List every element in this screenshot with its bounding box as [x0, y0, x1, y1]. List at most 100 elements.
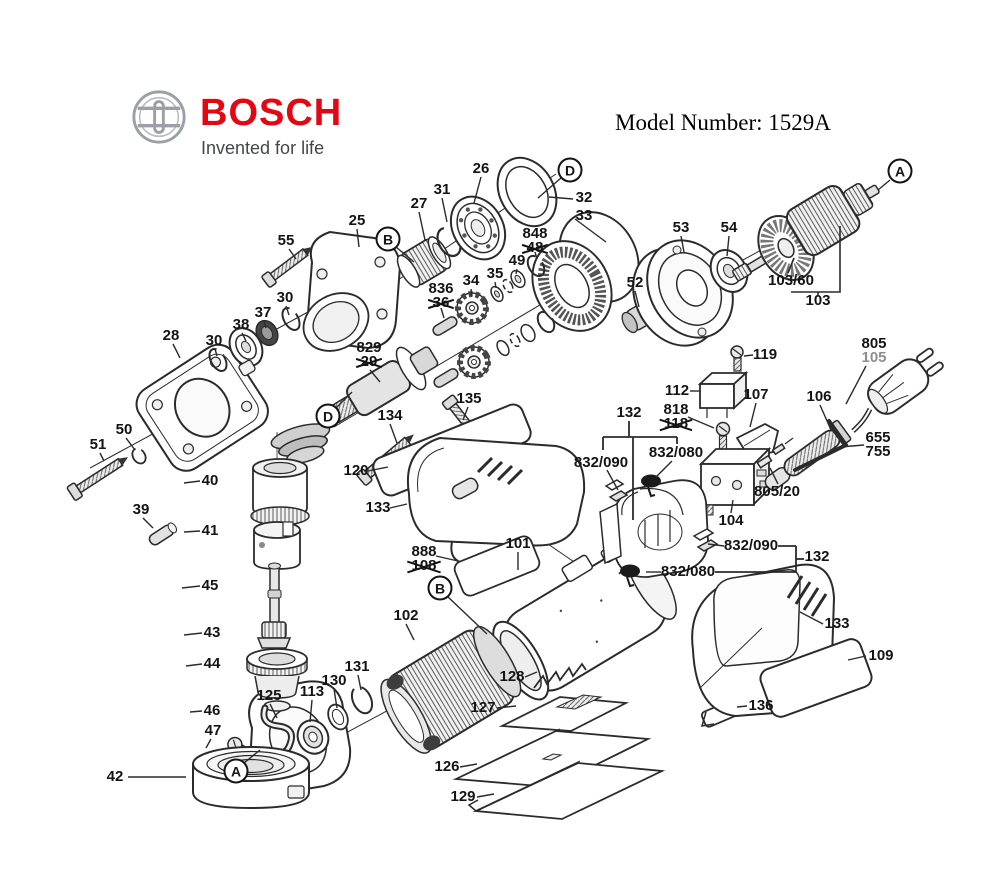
part-label-133a: 133: [365, 499, 391, 516]
part-133a-drawing: [407, 436, 586, 568]
part-104-drawing: [698, 446, 772, 516]
part-655-drawing: [793, 419, 848, 472]
part-38-drawing: [228, 327, 264, 377]
part-label-103-60: 103/60: [768, 272, 814, 289]
part-127-drawing: [498, 694, 630, 732]
part-label-38: 38: [232, 316, 250, 333]
leader-lines: [99, 176, 891, 798]
part-label-53: 53: [672, 219, 690, 236]
part-30b-drawing: [208, 348, 228, 372]
part-label-26: 26: [472, 160, 490, 177]
bracket-132-right: [715, 545, 804, 573]
part-53-drawing: [632, 239, 748, 347]
part-label-35: 35: [486, 265, 504, 282]
part-label-47: 47: [204, 722, 222, 739]
part-27-drawing: [396, 236, 452, 288]
part-label-832-090a: 832/090: [573, 454, 629, 471]
part-55-drawing: [261, 246, 313, 288]
part-106-drawing: [764, 419, 852, 491]
part-label-129: 129: [450, 788, 476, 805]
part-label-46: 46: [203, 702, 221, 719]
part-805-20-drawing: [756, 437, 794, 469]
part-25-drawing: [302, 230, 402, 352]
view-marker-a: A: [223, 758, 249, 784]
part-label-27: 27: [410, 195, 428, 212]
part-35-drawing: [490, 278, 521, 357]
part-label-31: 31: [433, 181, 451, 198]
part-label-55: 55: [277, 232, 295, 249]
part-113-drawing: [296, 719, 330, 755]
part-32-drawing: [496, 156, 558, 228]
part-label-135: 135: [456, 390, 482, 407]
part-label-39: 39: [132, 501, 150, 518]
part-label-832-080b: 832/080: [660, 563, 716, 580]
part-42-drawing: [192, 746, 310, 810]
part-label-107: 107: [743, 386, 769, 403]
part-label-127: 127: [470, 699, 496, 716]
part-50-drawing: [131, 447, 147, 465]
part-28-drawing: [135, 343, 269, 472]
part-label-125: 125: [256, 687, 282, 704]
bosch-logo-icon: [132, 90, 186, 144]
part-103-drawing: [732, 182, 880, 282]
part-label-41: 41: [201, 522, 219, 539]
part-label-49: 49: [508, 252, 526, 269]
part-label-133b: 133: [824, 615, 850, 632]
part-40-drawing: [250, 458, 310, 526]
part-102-drawing: [380, 625, 522, 754]
part-126-drawing: [452, 728, 652, 788]
part-label-30b: 30: [205, 332, 223, 349]
part-label-40: 40: [201, 472, 219, 489]
view-marker-b: B: [375, 226, 401, 252]
part-41-drawing: [253, 521, 301, 570]
part-label-128: 128: [499, 668, 525, 685]
part-34-drawing: [455, 291, 491, 379]
part-label-119: 119: [752, 346, 778, 363]
part-28-spout-drawing: [270, 423, 331, 464]
part-109-drawing: [759, 638, 873, 718]
view-marker-d: D: [315, 403, 341, 429]
part-label-50: 50: [115, 421, 133, 438]
part-label-51: 51: [89, 436, 107, 453]
bosch-tagline: Invented for life: [201, 138, 325, 158]
part-805-drawing: [867, 347, 944, 415]
part-832-holder-drawing: [599, 479, 709, 578]
part-label-103: 103: [805, 292, 831, 309]
part-label-45: 45: [201, 577, 219, 594]
part-label-805-20: 805/20: [754, 483, 800, 500]
part-label-130: 130: [321, 672, 347, 689]
part-label-126: 126: [434, 758, 460, 775]
part-label-44: 44: [203, 655, 221, 672]
part-39-drawing: [148, 522, 178, 546]
part-128-drawing: [533, 662, 587, 689]
part-label-832-090b: 832/090: [723, 537, 779, 554]
part-33-drawing: [531, 211, 640, 332]
cord-highlight: [852, 408, 871, 432]
part-30a-drawing: [281, 307, 301, 331]
part-26-drawing: [449, 195, 507, 261]
part-45-drawing: [267, 562, 282, 635]
view-marker-b: B: [427, 575, 453, 601]
part-836-drawing: [432, 316, 459, 388]
part-label-120: 120: [343, 462, 369, 479]
part-832-080-drawing: [620, 474, 661, 588]
part-49-drawing: [510, 269, 536, 343]
part-112-drawing: [697, 370, 749, 418]
part-119-drawing: [730, 345, 744, 372]
bosch-wordmark: BOSCH: [200, 92, 343, 134]
part-label-34: 34: [462, 272, 480, 289]
part-129-drawing: [467, 760, 666, 820]
part-37-drawing: [255, 319, 279, 347]
part-44-drawing: [246, 648, 308, 699]
part-888-drawing: [453, 535, 541, 597]
part-51-drawing: [66, 457, 128, 501]
part-label-132a: 132: [616, 404, 642, 421]
view-marker-d: D: [557, 157, 583, 183]
part-label-102: 102: [393, 607, 419, 624]
